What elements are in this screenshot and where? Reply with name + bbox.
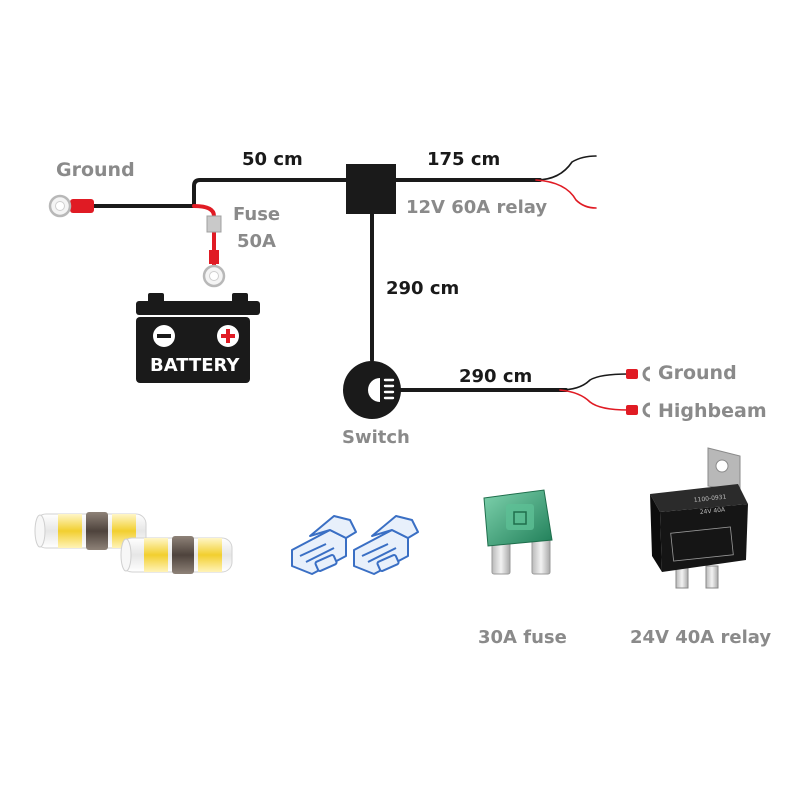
- blade-fuse-30a: [483, 489, 553, 575]
- inline-fuse: [202, 215, 226, 288]
- relay-12v-label: 12V 60A relay: [406, 197, 548, 218]
- battery: [136, 293, 260, 383]
- length-290cm-horizontal-label: 290 cm: [459, 366, 533, 387]
- relay-face-rating: 24V 40A: [699, 506, 726, 516]
- switch-split-leads: [559, 373, 629, 411]
- ground-label-right: Ground: [658, 362, 737, 384]
- relay-12v-block: [346, 164, 396, 214]
- ground-label-top: Ground: [56, 159, 135, 181]
- highbeam-label: Highbeam: [658, 400, 767, 422]
- highbeam-terminal: [626, 402, 651, 418]
- relay-24v: 1100-0931 24V 40A: [650, 447, 748, 589]
- tap-connector-1: [291, 515, 357, 575]
- wire-to-relay: [192, 178, 352, 208]
- relay-face-code: 1100-0931: [693, 494, 726, 504]
- ground-terminal-right: [626, 366, 651, 382]
- length-175cm-label: 175 cm: [427, 149, 501, 170]
- butt-splice-connector-2: [120, 536, 233, 574]
- wire-harness: [92, 178, 568, 392]
- fuse-30a-label: 30A fuse: [478, 627, 567, 648]
- ground-ring-terminal: [48, 194, 94, 218]
- battery-label: BATTERY: [150, 355, 240, 376]
- output-split-leads: [535, 155, 597, 209]
- length-50cm-label: 50 cm: [242, 149, 303, 170]
- fuse-label: Fuse: [233, 204, 281, 225]
- length-290cm-vertical-label: 290 cm: [386, 278, 460, 299]
- switch-label: Switch: [342, 427, 410, 448]
- fuse-rating-label: 50A: [237, 231, 276, 252]
- tap-connector-2: [353, 515, 419, 575]
- switch-knob: [343, 361, 401, 419]
- relay-24v-label: 24V 40A relay: [630, 627, 772, 648]
